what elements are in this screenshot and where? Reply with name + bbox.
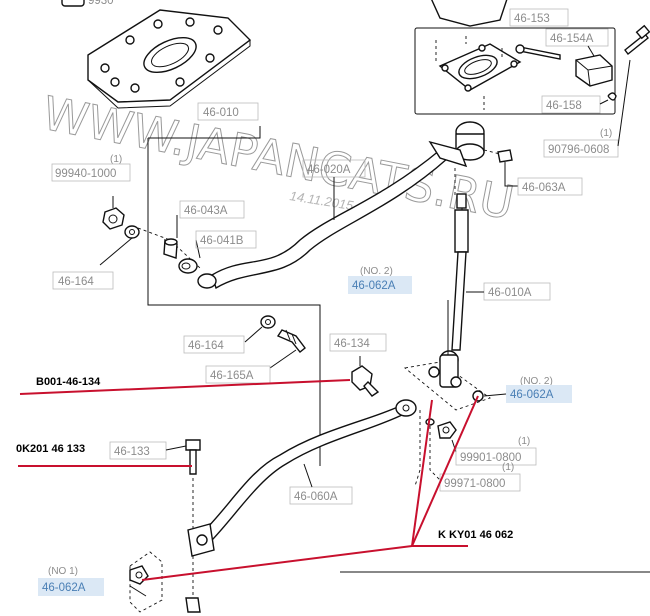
nut-46-062A-bottom — [129, 565, 149, 597]
label-46-062A-right: 46-062A — [510, 389, 554, 401]
callout-line-46-062-mid — [411, 399, 433, 547]
qty-99940: (1) — [110, 154, 122, 165]
stud-46-165A — [269, 329, 306, 369]
label-46-010: 46-010 — [203, 107, 239, 119]
label-46-133: 46-133 — [114, 446, 150, 458]
label-99971-0800: 99971-0800 — [444, 478, 505, 490]
label-46-041B: 46-041B — [200, 235, 244, 247]
base-plate — [87, 9, 252, 109]
label-90796-0608: 90796-0608 — [548, 144, 609, 156]
label-46-010A: 46-010A — [488, 287, 532, 299]
clip-46-158 — [607, 92, 617, 101]
label-46-153: 46-153 — [514, 13, 550, 25]
lever-joint — [428, 300, 462, 388]
label-46-062A-upper: 46-062A — [352, 280, 396, 292]
qty-90796: (1) — [600, 128, 612, 139]
label-46-164-lower: 46-164 — [188, 340, 224, 352]
rod-46-060A — [187, 399, 417, 557]
label-46-134: 46-134 — [334, 338, 370, 350]
callout-0K201-46-133: 0K201 46 133 — [16, 443, 85, 455]
label-46-063A: 46-063A — [522, 182, 566, 194]
label-46-154A: 46-154A — [550, 33, 594, 45]
label-46-043A: 46-043A — [184, 205, 228, 217]
label-99901-0800: 99901-0800 — [460, 452, 521, 464]
bushing-46-043A — [163, 215, 178, 259]
label-46-158: 46-158 — [546, 100, 582, 112]
qty-99971: (1) — [502, 462, 514, 473]
nut-99901 — [437, 421, 457, 453]
label-9930: 9930 — [88, 0, 114, 7]
label-46-164-upper: 46-164 — [58, 276, 94, 288]
washer-46-164a — [99, 225, 140, 266]
callout-line-46-134 — [19, 379, 351, 395]
bolt-46-133 — [185, 439, 201, 528]
callout-B001-46-134: B001-46-134 — [36, 376, 101, 388]
qty-99901: (1) — [518, 436, 530, 447]
cut-off-top-part: 9930 — [61, 0, 114, 7]
label-46-060A: 46-060A — [294, 491, 338, 503]
washer-46-164b — [244, 315, 276, 343]
no1-label: (NO 1) — [48, 566, 78, 577]
lower-bolt — [185, 556, 201, 613]
linkage-46-020A — [211, 121, 501, 290]
bushing-46-041B — [178, 239, 201, 274]
no2-right: (NO. 2) — [520, 376, 553, 387]
boot-assembly — [414, 0, 616, 115]
label-46-062A-bottom: 46-062A — [42, 582, 86, 594]
bushing-end — [197, 273, 217, 289]
callout-KKY01-46-062: K KY01 46 062 — [438, 529, 513, 541]
block-46-154A — [575, 54, 613, 87]
no2-upper: (NO. 2) — [360, 266, 393, 277]
label-99940-1000: 99940-1000 — [55, 168, 116, 180]
label-46-165A: 46-165A — [210, 370, 254, 382]
nut-46-063A — [497, 149, 518, 187]
callout-line-46-062-right — [411, 395, 479, 547]
bolt-90796 — [624, 24, 650, 55]
bolt-46-153 — [515, 44, 561, 60]
label-46-020A: 46-020A — [307, 164, 351, 176]
shift-lever-46-010A — [439, 193, 469, 370]
bracket-line — [147, 138, 321, 466]
nut-99940 — [102, 196, 125, 230]
bolt-46-134 — [351, 356, 380, 397]
